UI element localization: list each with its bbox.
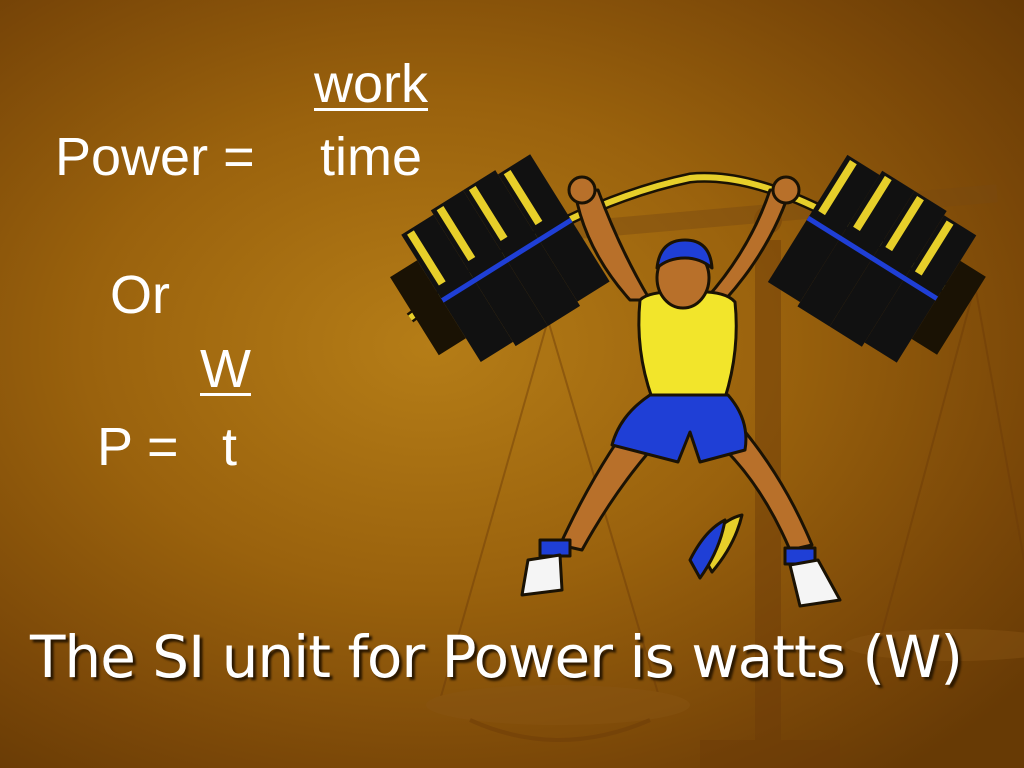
formula-1-left: Power = xyxy=(55,127,255,187)
formula-1-numerator: work xyxy=(314,54,429,114)
formula-1-denominator: time xyxy=(320,127,423,187)
weightlifter-icon xyxy=(520,175,842,608)
barbell-icon xyxy=(390,154,986,363)
slide-caption: The SI unit for Power is watts (W) xyxy=(30,623,963,691)
formula-2-denominator: t xyxy=(222,417,238,477)
formula-2-left: P = xyxy=(97,417,179,477)
formula-2-numerator: W xyxy=(200,339,251,399)
or-label: Or xyxy=(110,265,170,325)
